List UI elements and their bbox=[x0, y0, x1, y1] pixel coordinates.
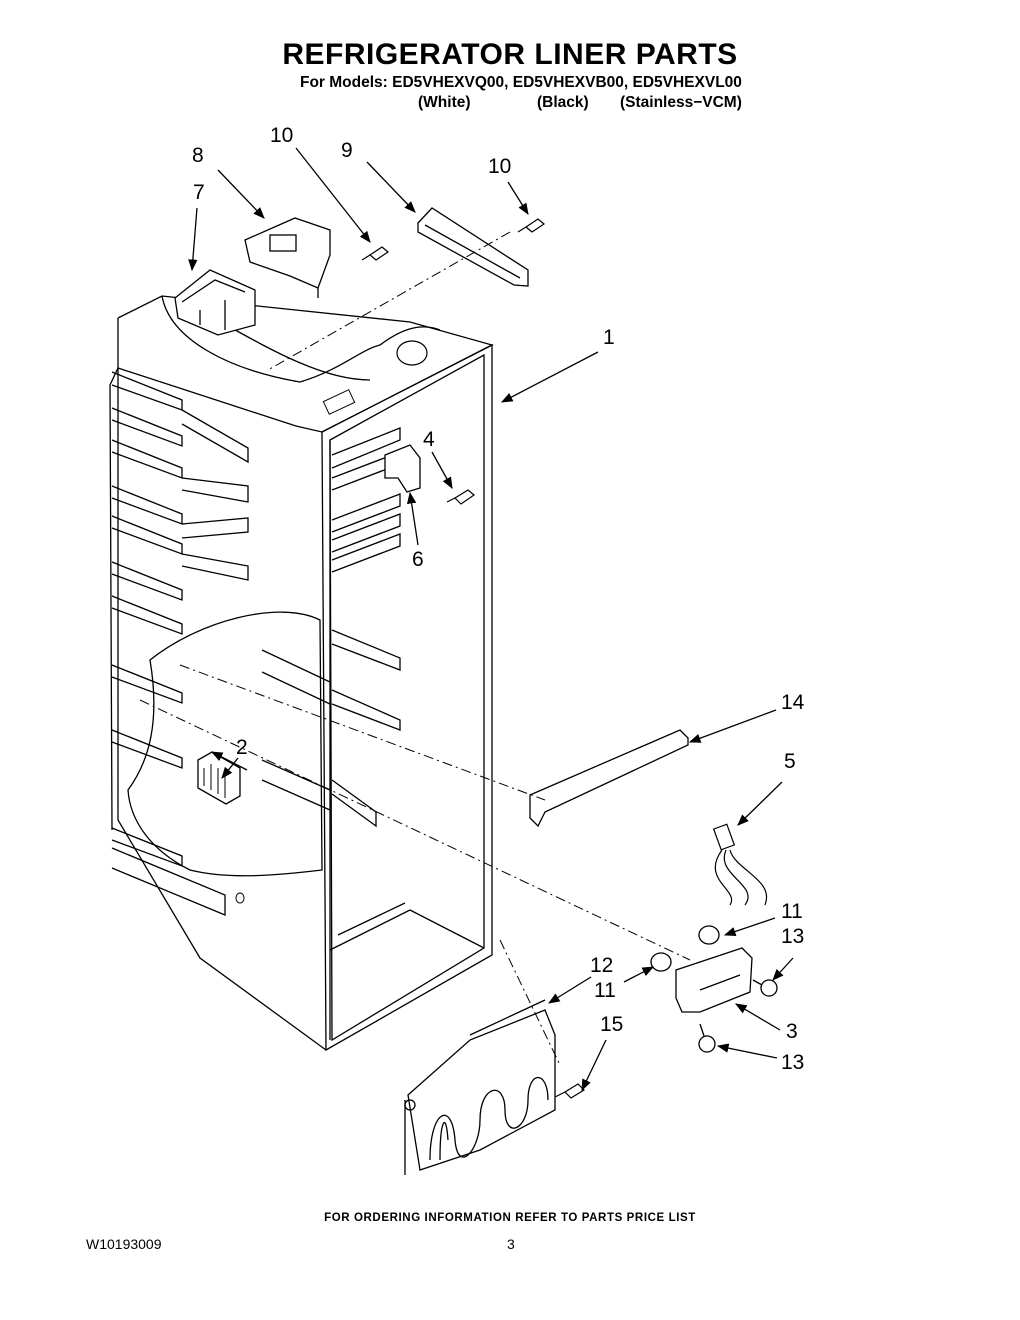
callout-7: 7 bbox=[193, 181, 205, 204]
document-number: W10193009 bbox=[86, 1236, 162, 1252]
variant-black: (Black) bbox=[537, 94, 589, 111]
alignment-lines bbox=[139, 231, 691, 1066]
variant-stainless: (Stainless−VCM) bbox=[620, 94, 742, 111]
drain-hole bbox=[235, 892, 245, 904]
callout-2: 2 bbox=[236, 736, 248, 759]
top-opening bbox=[396, 340, 428, 366]
evaporator-coil bbox=[404, 999, 556, 1175]
callout-10-upper-left: 10 bbox=[270, 124, 293, 147]
ordering-note: FOR ORDERING INFORMATION REFER TO PARTS … bbox=[324, 1212, 696, 1224]
pin-part-13 bbox=[698, 979, 778, 1053]
models-line: For Models: ED5VHEXVQ00, ED5VHEXVB00, ED… bbox=[300, 74, 742, 91]
callout-5: 5 bbox=[784, 750, 796, 773]
top-vent bbox=[322, 389, 356, 415]
bracket-part-6 bbox=[384, 444, 421, 493]
wire-harness-part-5 bbox=[712, 823, 768, 906]
callout-12: 12 bbox=[590, 954, 613, 977]
page-number: 3 bbox=[507, 1236, 515, 1252]
cover-strip-part-14 bbox=[529, 729, 689, 828]
bushing-part-11-lower bbox=[650, 952, 672, 972]
callout-11-lower: 11 bbox=[594, 979, 616, 1002]
screw-icon bbox=[361, 218, 585, 1099]
control-housing bbox=[174, 269, 256, 336]
callout-11-upper: 11 bbox=[781, 900, 803, 923]
callout-9: 9 bbox=[341, 139, 353, 162]
leader-arrows bbox=[188, 147, 794, 1092]
variant-white: (White) bbox=[418, 94, 471, 111]
housing-part-3 bbox=[675, 947, 753, 1013]
light-socket-detail bbox=[203, 764, 226, 798]
callout-1: 1 bbox=[603, 326, 615, 349]
top-rail bbox=[417, 207, 529, 287]
callout-6: 6 bbox=[412, 548, 424, 571]
callout-14: 14 bbox=[781, 691, 805, 714]
callout-10-upper-right: 10 bbox=[488, 155, 511, 178]
bushing-part-11-upper bbox=[698, 925, 720, 945]
page-title: REFRIGERATOR LINER PARTS bbox=[282, 38, 738, 71]
callout-3: 3 bbox=[786, 1020, 798, 1043]
refrigerator-liner bbox=[109, 295, 494, 1052]
callout-13-upper: 13 bbox=[781, 925, 804, 948]
callout-4: 4 bbox=[423, 428, 435, 451]
callout-15: 15 bbox=[600, 1013, 623, 1036]
callout-13-lower: 13 bbox=[781, 1051, 804, 1074]
control-bracket bbox=[244, 217, 331, 298]
callout-8: 8 bbox=[192, 144, 204, 167]
